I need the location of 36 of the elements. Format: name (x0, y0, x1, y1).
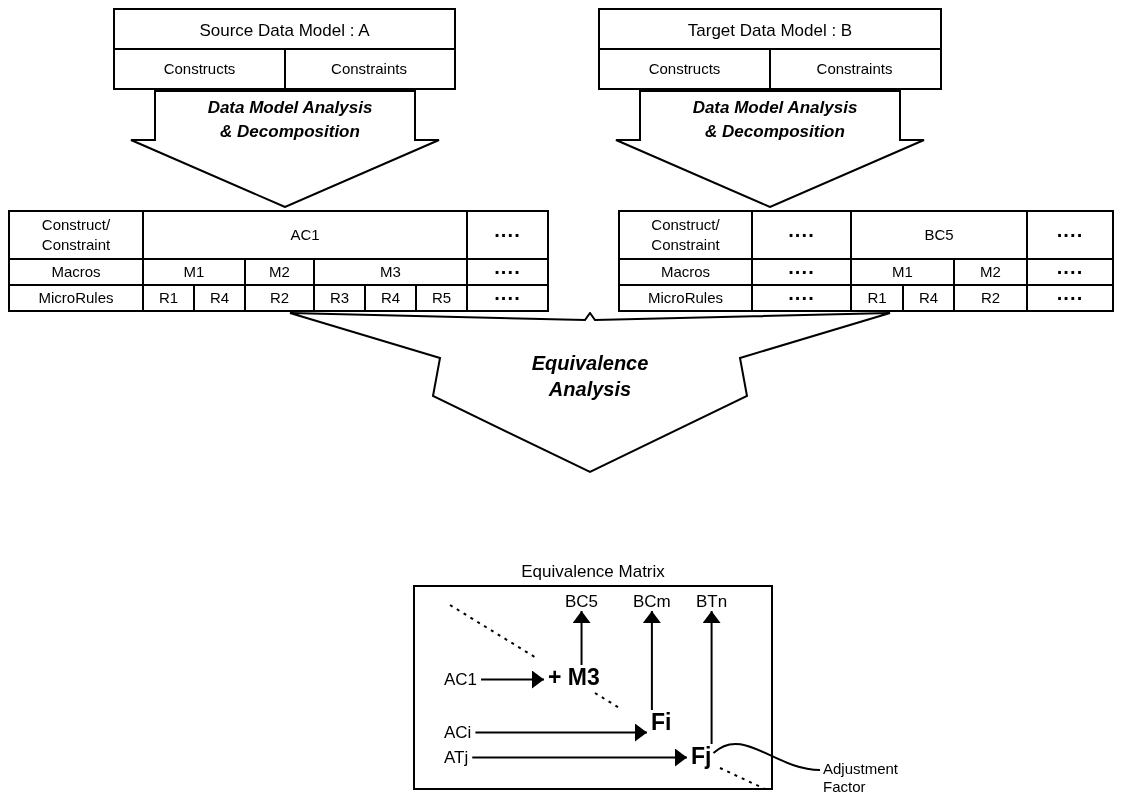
matrix-label: ATj (444, 749, 469, 766)
factor-text: Fi (651, 711, 672, 734)
factor-text: + M3 (548, 666, 600, 689)
matrix-label: BTn (696, 593, 728, 610)
matrix-label: ACi (444, 724, 472, 741)
block-arrow: Data Model Analysis & Decomposition (130, 90, 440, 208)
table-cell: MicroRules (618, 284, 753, 312)
arrow (572, 610, 591, 666)
model-title: Target Data Model : B (686, 20, 854, 42)
table-cell: Construct/ Constraint (618, 210, 753, 260)
table-cell: ···· (1026, 210, 1114, 260)
table-cell: ···· (466, 284, 549, 312)
arrow (474, 723, 648, 742)
factor-text: Fj (691, 745, 712, 768)
model-cell: Constraints (769, 48, 940, 88)
arrow (480, 670, 545, 689)
table-cell: ···· (1026, 284, 1114, 312)
matrix-label: AC1 (444, 671, 478, 688)
model-box (598, 8, 942, 90)
arrow (702, 610, 721, 745)
model-cell: Constraints (284, 48, 454, 88)
model-cell: Constructs (600, 48, 771, 88)
leader-line (712, 742, 821, 771)
model-title: Source Data Model : A (198, 20, 371, 42)
annotation-text: Adjustment Factor (823, 760, 913, 800)
matrix-label: BCm (633, 593, 671, 610)
model-box (113, 8, 456, 90)
table-cell: ···· (466, 210, 549, 260)
block-arrow: Data Model Analysis & Decomposition (615, 90, 925, 208)
table-cell: Construct/ Constraint (8, 210, 144, 260)
arrow (471, 748, 688, 767)
arrow (642, 610, 661, 711)
table-cell: MicroRules (8, 284, 144, 312)
model-cell: Constructs (115, 48, 286, 88)
matrix-label: BC5 (565, 593, 599, 610)
matrix-title: Equivalence Matrix (520, 561, 666, 583)
